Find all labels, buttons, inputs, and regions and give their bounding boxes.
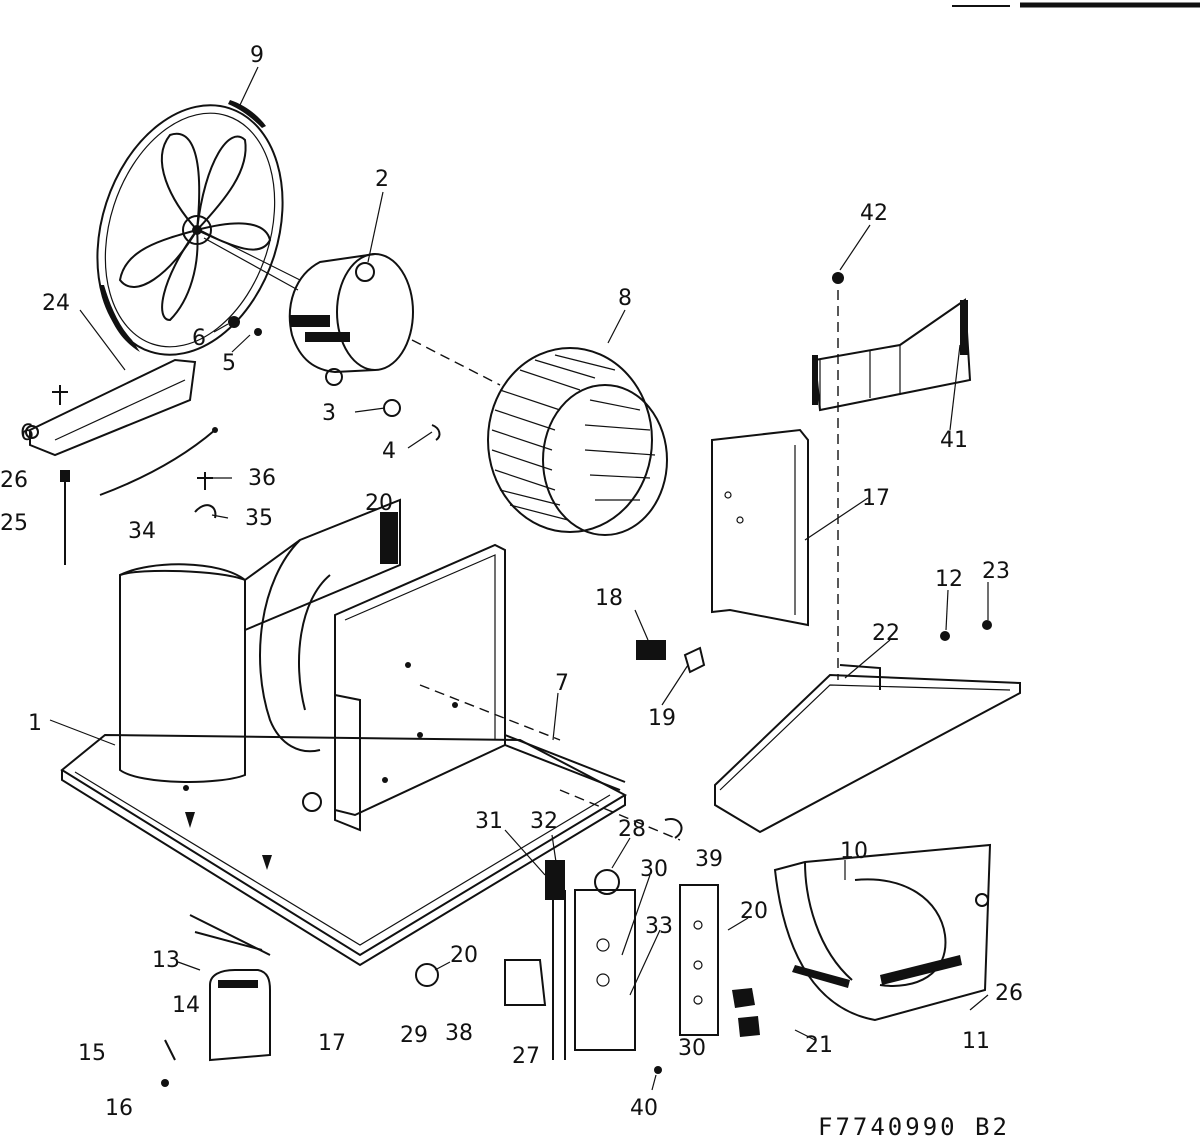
callout-29: 29 (400, 1023, 428, 1048)
callout-7: 7 (555, 671, 569, 696)
callout-5: 5 (222, 351, 236, 376)
callout-6-bracket: 6 (20, 421, 34, 446)
callout-24: 24 (42, 291, 70, 316)
drawing-number: F7740990 B2 (818, 1113, 1010, 1141)
capacitor-parts (161, 914, 271, 1087)
callout-31: 31 (475, 809, 503, 834)
callout-34: 34 (128, 519, 156, 544)
callout-35: 35 (245, 506, 273, 531)
callout-26-right: 26 (995, 981, 1023, 1006)
electrical-components (415, 818, 760, 1074)
blower-housing (773, 843, 992, 1022)
motor (199, 229, 501, 386)
part-callouts: 1 2 3 4 5 6 7 8 9 10 11 12 13 14 15 16 1… (0, 43, 1023, 1121)
callout-38: 38 (445, 1021, 473, 1046)
callout-17-upper: 17 (862, 486, 890, 511)
callout-15: 15 (78, 1041, 106, 1066)
callout-39: 39 (695, 847, 723, 872)
terminal-block (636, 640, 706, 674)
control-panel (711, 290, 839, 680)
header-rule (952, 2, 1200, 8)
callout-12: 12 (935, 567, 963, 592)
callout-30-b: 30 (678, 1036, 706, 1061)
callout-4: 4 (382, 439, 396, 464)
callout-41: 41 (940, 428, 968, 453)
callout-20-c: 20 (365, 491, 393, 516)
blower-wheel (487, 347, 668, 536)
callout-17-lower: 17 (318, 1031, 346, 1056)
control-box (812, 272, 972, 412)
callout-28: 28 (618, 817, 646, 842)
callout-9: 9 (250, 43, 264, 68)
callout-20-b: 20 (740, 899, 768, 924)
callout-25: 25 (0, 511, 28, 536)
callout-11: 11 (962, 1029, 990, 1054)
callout-8: 8 (618, 286, 632, 311)
callout-18: 18 (595, 586, 623, 611)
base-pan (60, 498, 681, 967)
callout-22: 22 (872, 621, 900, 646)
callout-33: 33 (645, 914, 673, 939)
callout-10: 10 (840, 839, 868, 864)
callout-32: 32 (530, 809, 558, 834)
leader-lines (49, 66, 989, 1091)
callout-14: 14 (172, 993, 200, 1018)
small-parts-left (60, 427, 218, 565)
callout-21: 21 (805, 1033, 833, 1058)
callout-1: 1 (28, 711, 42, 736)
callout-16: 16 (105, 1096, 133, 1121)
top-cover (714, 620, 1021, 834)
callout-27: 27 (512, 1044, 540, 1069)
callout-3: 3 (322, 401, 336, 426)
callout-20-a: 20 (450, 943, 478, 968)
callout-40: 40 (630, 1096, 658, 1121)
callout-19: 19 (648, 706, 676, 731)
callout-36: 36 (248, 466, 276, 491)
callout-26-left: 26 (0, 468, 28, 493)
callout-23: 23 (982, 559, 1010, 584)
callout-13: 13 (152, 948, 180, 973)
fan-blade (96, 100, 284, 356)
motor-bracket (25, 358, 197, 457)
callout-42: 42 (860, 201, 888, 226)
callout-6: 6 (192, 326, 206, 351)
callout-2: 2 (375, 167, 389, 192)
callout-30-a: 30 (640, 857, 668, 882)
